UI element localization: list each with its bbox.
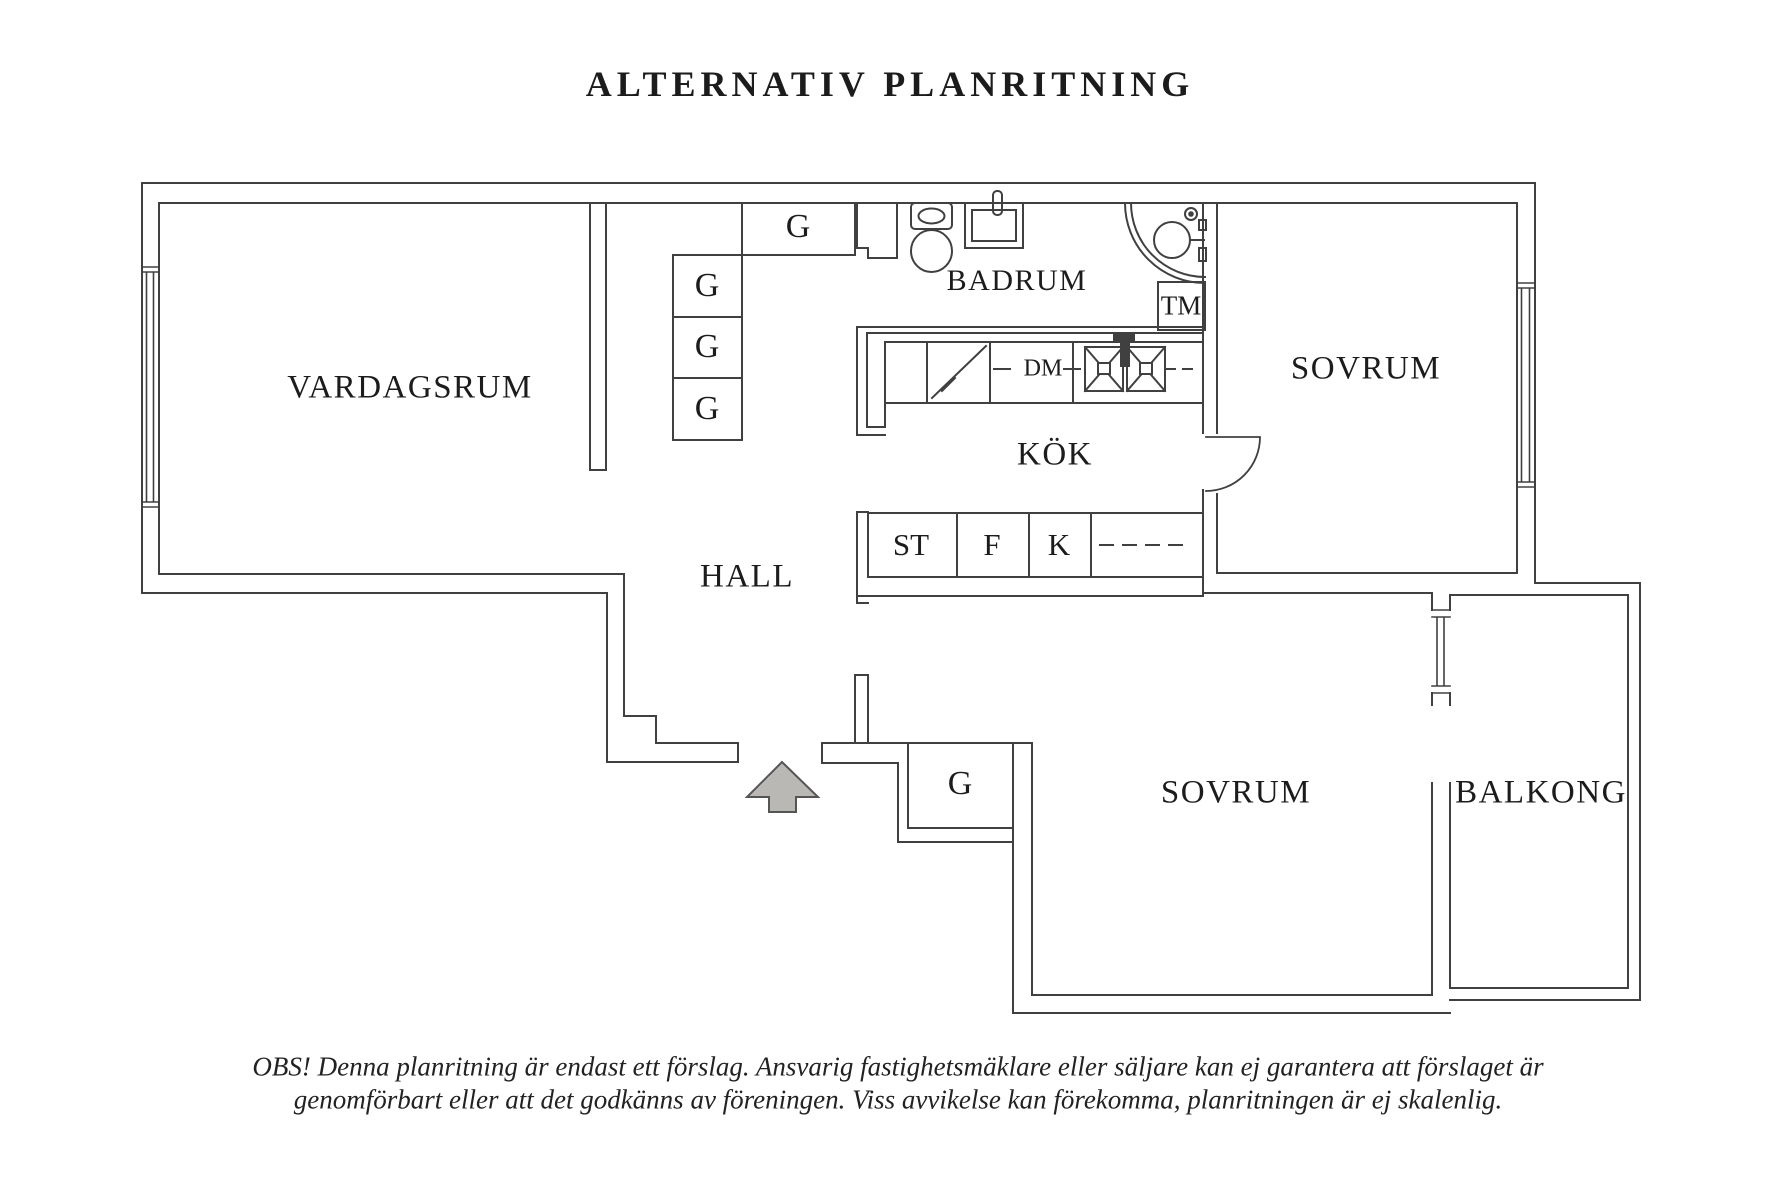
counter-break-icon (930, 344, 988, 400)
disclaimer-line-1: OBS! Denna planritning är endast ett för… (252, 1051, 1544, 1082)
toilet-icon (910, 202, 953, 273)
washing-machine-box (1157, 281, 1206, 331)
room-label-hall: HALL (700, 558, 794, 595)
appliance-label-k: K (1047, 527, 1071, 562)
room-label-sovrum-top: SOVRUM (1290, 350, 1442, 387)
closet-label-g-entry: G (947, 765, 973, 802)
closet-column-boxes (672, 254, 743, 441)
appliance-label-tm: TM (1160, 290, 1202, 321)
shower-icon (1123, 201, 1207, 285)
room-label-sovrum-bottom: SOVRUM (1160, 774, 1312, 811)
kitchen-cabinet-row (867, 512, 1204, 578)
closet-label-g-2: G (694, 328, 720, 365)
entry-arrow-icon (744, 760, 821, 813)
window-balcony (1431, 609, 1451, 694)
appliance-label-st: ST (892, 527, 930, 562)
closet-label-g-top: G (785, 208, 811, 245)
page-title: ALTERNATIV PLANRITNING (585, 64, 1195, 104)
appliance-label-f: F (983, 527, 1001, 562)
window-left (141, 266, 160, 508)
closet-label-g-1: G (694, 267, 720, 304)
window-right (1516, 282, 1536, 488)
room-label-badrum: BADRUM (946, 264, 1088, 297)
closet-entry-box (907, 742, 1014, 829)
room-label-kok: KÖK (1017, 436, 1093, 473)
closet-label-g-3: G (694, 390, 720, 427)
kitchen-counter-top (856, 326, 1204, 436)
room-label-vardagsrum: VARDAGSRUM (287, 369, 533, 406)
washbasin-icon (964, 190, 1024, 249)
closet-top-box (741, 202, 856, 256)
appliance-label-dm: DM (1023, 355, 1063, 382)
door-arc-top-sovrum (1205, 436, 1261, 492)
interior-walls (589, 202, 1451, 1014)
disclaimer-line-2: genomförbart eller att det godkänns av f… (293, 1084, 1503, 1115)
room-label-balkong: BALKONG (1455, 774, 1627, 811)
balcony-railing (1449, 582, 1641, 1001)
outer-walls (141, 182, 1536, 594)
kitchen-sink-icon (1083, 332, 1167, 393)
